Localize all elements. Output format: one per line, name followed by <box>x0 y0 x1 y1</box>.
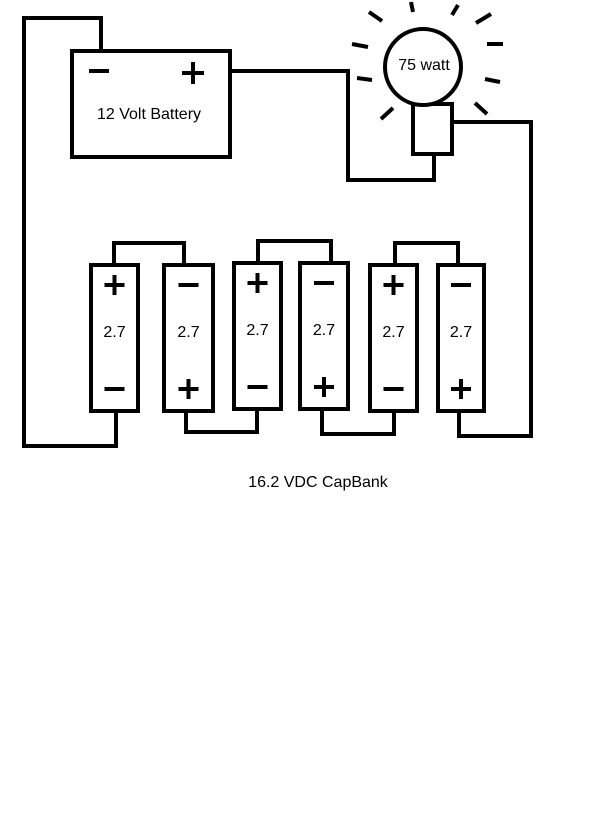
diagram-caption: 16.2 VDC CapBank <box>248 474 389 491</box>
battery-body <box>70 49 232 159</box>
plus-icon <box>178 379 199 399</box>
capacitor-body <box>298 261 350 411</box>
capacitor-value: 2.7 <box>382 324 404 341</box>
capacitor-3: 2.7 <box>232 261 283 411</box>
plus-icon <box>104 275 125 295</box>
bulb-label: 75 watt <box>398 57 450 74</box>
bulb: 75 watt <box>351 1 503 156</box>
capacitor-body <box>162 263 215 413</box>
wire-link-cap2-cap3 <box>184 407 259 434</box>
wire-battery-positive-to-bulb <box>228 69 436 182</box>
battery-label: 12 Volt Battery <box>97 106 201 123</box>
capacitor-value: 2.7 <box>177 324 199 341</box>
plus-icon <box>314 377 334 397</box>
capacitor-value: 2.7 <box>313 322 335 339</box>
capacitor-4: 2.7 <box>298 261 350 411</box>
capacitor-value: 2.7 <box>450 324 472 341</box>
capacitor-1: 2.7 <box>89 263 140 413</box>
light-rays-icon <box>351 1 503 121</box>
plus-icon <box>451 379 471 399</box>
capacitor-value: 2.7 <box>246 322 268 339</box>
wires <box>22 16 533 448</box>
battery: 12 Volt Battery <box>70 49 232 159</box>
capacitor-bank: 2.7 2.7 2.7 2.7 2.7 2.7 <box>89 261 486 413</box>
bulb-base <box>411 102 454 156</box>
capacitor-2: 2.7 <box>162 263 215 413</box>
wire-battery-negative-to-cap1 <box>22 16 118 448</box>
wire-link-cap3-cap4 <box>256 239 333 265</box>
capacitor-6: 2.7 <box>436 263 486 413</box>
bulb-globe <box>383 27 463 107</box>
plus-icon <box>383 275 404 295</box>
capacitor-value: 2.7 <box>103 324 125 341</box>
capacitor-5: 2.7 <box>368 263 419 413</box>
wire-link-cap5-cap6 <box>393 241 460 267</box>
battery-positive-icon <box>182 62 204 84</box>
wire-link-cap4-cap5 <box>320 409 396 436</box>
plus-icon <box>247 273 268 293</box>
wire-bulb-to-cap6 <box>450 120 533 438</box>
wire-link-cap1-cap2 <box>112 241 186 267</box>
